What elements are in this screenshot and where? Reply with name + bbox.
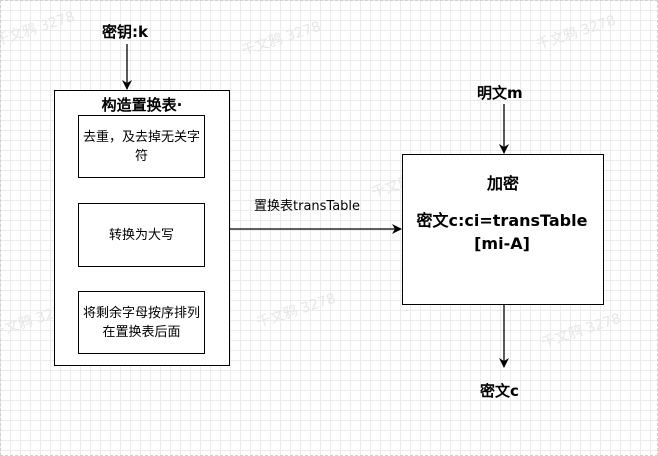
- step-uppercase-text: 转换为大写: [108, 227, 174, 243]
- transtable-edge-label: 置换表transTable: [254, 199, 361, 214]
- builder-title: 构造置换表·: [101, 96, 183, 114]
- step-append-remaining: 将剩余字母按序排列在置换表后面: [78, 291, 205, 354]
- encrypt-formula: 密文c:ci=transTable[mi-A]: [416, 211, 588, 253]
- encrypt-title: 加密: [486, 174, 519, 193]
- encrypt-box: 加密 密文c:ci=transTable[mi-A]: [402, 154, 604, 305]
- plaintext-label: 明文m: [477, 84, 523, 102]
- step-append-remaining-text: 将剩余字母按序排列在置换表后面: [83, 305, 201, 340]
- step-dedupe-text: 去重，及去掉无关字符: [83, 129, 201, 164]
- ciphertext-label: 密文c: [480, 382, 519, 400]
- key-label: 密钥:k: [102, 23, 148, 41]
- step-uppercase: 转换为大写: [78, 203, 205, 267]
- step-dedupe: 去重，及去掉无关字符: [78, 115, 205, 178]
